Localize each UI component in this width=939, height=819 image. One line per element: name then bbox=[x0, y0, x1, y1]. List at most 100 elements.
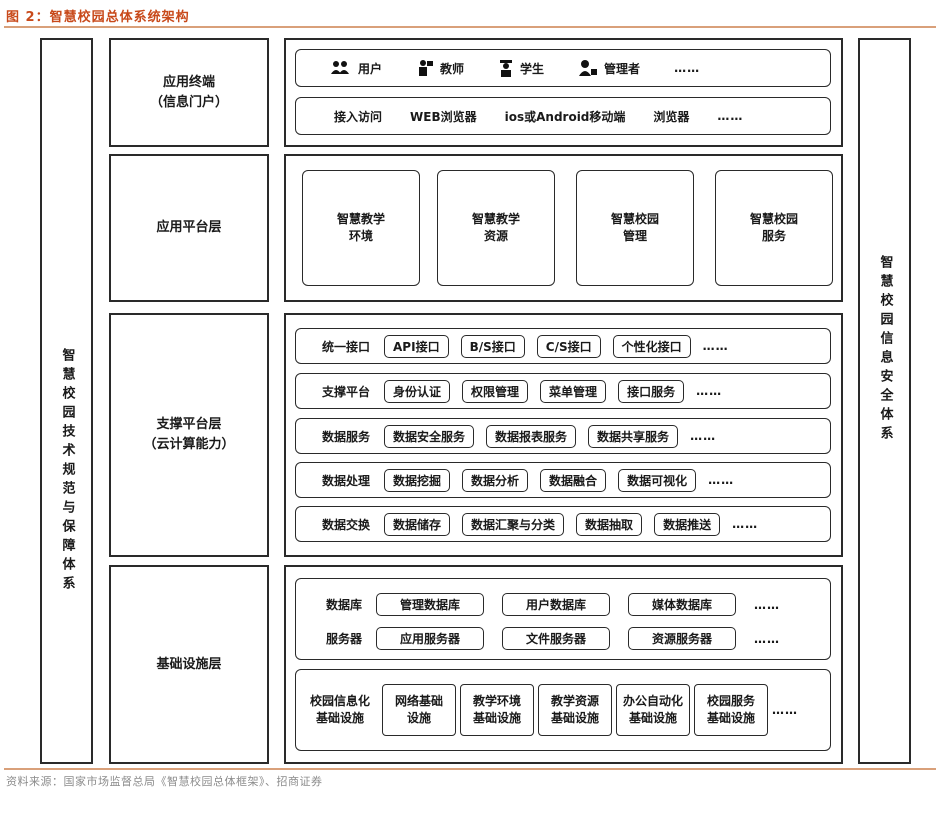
support-item: 数据汇聚与分类 bbox=[462, 512, 565, 536]
platform-box-line1: 智慧校园 bbox=[610, 212, 659, 226]
support-item: 数据报表服务 bbox=[486, 424, 577, 448]
support-row-label: 数据服务 bbox=[322, 429, 371, 444]
platform-box: 智慧校园服务 bbox=[715, 170, 833, 286]
support-row-label: 数据处理 bbox=[322, 473, 371, 488]
support-row-more: …… bbox=[708, 473, 735, 487]
platform-box-line1: 智慧校园 bbox=[749, 212, 798, 226]
user-roles-row: 用户 教师 学生 管理者 …… bbox=[295, 49, 831, 87]
support-item: 数据安全服务 bbox=[384, 424, 475, 448]
user-role-label: 学生 bbox=[520, 61, 545, 76]
support-item: 接口服务 bbox=[618, 379, 685, 403]
support-item: 数据分析 bbox=[462, 468, 529, 492]
support-item: C/S接口 bbox=[536, 334, 601, 358]
support-item: API接口 bbox=[384, 334, 449, 358]
campus-label-line2: 基础设施 bbox=[316, 711, 365, 725]
terminal-label-line2: （信息门户） bbox=[149, 94, 228, 110]
support-row-more: …… bbox=[702, 339, 729, 353]
campus-item: 办公自动化基础设施 bbox=[616, 684, 691, 736]
title-divider bbox=[4, 26, 936, 28]
support-row: 数据交换数据储存数据汇聚与分类数据抽取数据推送 …… bbox=[295, 506, 831, 542]
server-row-label: 服务器 bbox=[326, 632, 363, 646]
platform-box-line2: 资源 bbox=[483, 229, 508, 243]
campus-item: 教学环境基础设施 bbox=[460, 684, 535, 736]
right-column-label: 智慧校园信息安全体系 bbox=[877, 255, 893, 445]
support-item: 身份认证 bbox=[384, 379, 451, 403]
platform-box-line2: 管理 bbox=[622, 229, 647, 243]
campus-item-line1: 网络基础 bbox=[395, 694, 444, 708]
support-row-more: …… bbox=[696, 384, 723, 398]
right-column-security-system: 智慧校园信息安全体系 bbox=[858, 38, 911, 764]
database-row-item: 媒体数据库 bbox=[628, 593, 737, 616]
support-row-label: 统一接口 bbox=[322, 339, 371, 354]
support-item: 数据挖掘 bbox=[384, 468, 451, 492]
support-item: B/S接口 bbox=[460, 334, 525, 358]
support-row-more: …… bbox=[732, 517, 759, 531]
group-icon bbox=[331, 61, 349, 74]
campus-item-line1: 教学资源 bbox=[551, 694, 600, 708]
server-row-item: 应用服务器 bbox=[376, 627, 485, 650]
terminal-label-line1: 应用终端 bbox=[162, 74, 215, 90]
support-item: 数据共享服务 bbox=[588, 424, 679, 448]
user-roles-more: …… bbox=[674, 61, 701, 75]
infrastructure-label: 基础设施层 bbox=[156, 656, 222, 672]
support-item: 数据推送 bbox=[654, 512, 721, 536]
campus-item: 教学资源基础设施 bbox=[538, 684, 613, 736]
campus-item-line1: 办公自动化 bbox=[623, 694, 684, 708]
campus-item-line2: 基础设施 bbox=[629, 711, 678, 725]
support-row: 支撑平台身份认证权限管理菜单管理接口服务 …… bbox=[295, 373, 831, 409]
support-row-label: 数据交换 bbox=[322, 517, 371, 532]
campus-label: 校园信息化基础设施 bbox=[310, 693, 370, 727]
campus-more: …… bbox=[772, 703, 799, 717]
platform-box-line1: 智慧教学 bbox=[336, 212, 385, 226]
layer-label-platform: 应用平台层 bbox=[109, 154, 269, 302]
campus-item: 网络基础设施 bbox=[382, 684, 457, 736]
support-label-line2: （云计算能力） bbox=[143, 437, 235, 452]
support-row: 数据服务数据安全服务数据报表服务数据共享服务…… bbox=[295, 418, 831, 454]
access-item: ios或Android移动端 bbox=[504, 109, 626, 124]
campus-item: 校园服务基础设施 bbox=[694, 684, 769, 736]
platform-box-line2: 服务 bbox=[761, 229, 786, 243]
campus-item-line2: 设施 bbox=[407, 711, 432, 725]
server-row-more: …… bbox=[754, 631, 781, 646]
user-role-label: 管理者 bbox=[604, 61, 641, 76]
server-row: 服务器应用服务器文件服务器资源服务器…… bbox=[326, 627, 780, 650]
student-icon bbox=[500, 60, 513, 77]
left-column-label: 智慧校园技术规范与保障体系 bbox=[59, 347, 75, 595]
access-item: 接入访问 bbox=[334, 109, 383, 124]
teacher-icon bbox=[419, 60, 434, 76]
support-item: 个性化接口 bbox=[612, 334, 691, 358]
admin-icon bbox=[579, 60, 598, 76]
support-item: 权限管理 bbox=[462, 379, 529, 403]
campus-item-line1: 校园服务 bbox=[707, 694, 756, 708]
layer-label-infrastructure: 基础设施层 bbox=[109, 565, 269, 764]
server-row-item: 文件服务器 bbox=[502, 627, 611, 650]
platform-box-line2: 环境 bbox=[348, 229, 373, 243]
campus-item-line2: 基础设施 bbox=[551, 711, 600, 725]
database-row-more: …… bbox=[754, 597, 781, 612]
user-role-student: 学生 bbox=[498, 59, 544, 77]
database-row-item: 管理数据库 bbox=[376, 593, 485, 616]
support-row-label: 支撑平台 bbox=[322, 384, 371, 399]
user-role-admin: 管理者 bbox=[578, 59, 640, 77]
support-item: 菜单管理 bbox=[540, 379, 607, 403]
platform-box: 智慧教学环境 bbox=[302, 170, 420, 286]
user-role-users: 用户 bbox=[330, 60, 382, 77]
platform-label: 应用平台层 bbox=[156, 220, 222, 235]
source-note: 资料来源：国家市场监督总局《智慧校园总体框架》、招商证券 bbox=[6, 775, 323, 788]
database-row-label: 数据库 bbox=[326, 598, 363, 612]
support-label-line1: 支撑平台层 bbox=[156, 417, 222, 432]
figure-title: 图 2：智慧校园总体系统架构 bbox=[6, 10, 190, 25]
left-column-tech-standards: 智慧校园技术规范与保障体系 bbox=[40, 38, 93, 764]
support-item: 数据储存 bbox=[384, 512, 451, 536]
campus-item-line2: 基础设施 bbox=[473, 711, 522, 725]
support-item: 数据抽取 bbox=[576, 512, 643, 536]
support-row: 数据处理数据挖掘数据分析数据融合数据可视化 …… bbox=[295, 462, 831, 498]
support-item: 数据融合 bbox=[540, 468, 607, 492]
support-item: 数据可视化 bbox=[618, 468, 697, 492]
platform-box-line1: 智慧教学 bbox=[471, 212, 520, 226]
source-divider bbox=[4, 768, 936, 770]
support-row: 统一接口 API接口 B/S接口 C/S接口个性化接口 …… bbox=[295, 328, 831, 364]
user-role-label: 教师 bbox=[440, 61, 465, 76]
access-item: WEB浏览器 bbox=[410, 109, 477, 124]
